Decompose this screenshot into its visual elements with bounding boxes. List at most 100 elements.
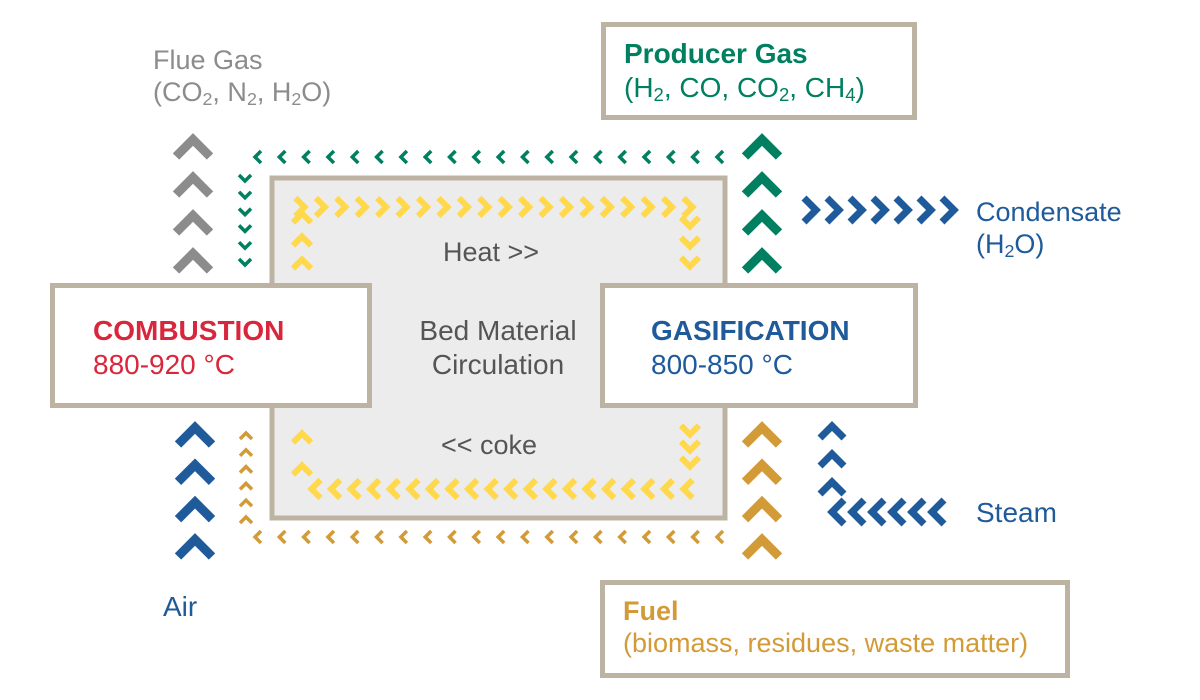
fuel-box: Fuel (biomass, residues, waste matter): [600, 580, 1070, 678]
chevron-left-icon: [568, 149, 579, 165]
chevron-up-icon: [238, 497, 254, 508]
chevron-left-icon: [301, 149, 311, 165]
chevron-left-icon: [907, 497, 927, 527]
chevron-right-icon: [599, 195, 616, 219]
chevron-left-icon: [927, 497, 947, 527]
chevron-left-icon: [620, 477, 636, 501]
chevron-left-icon: [276, 149, 287, 165]
chevron-up-icon: [290, 209, 314, 225]
fuel-title: Fuel: [623, 596, 679, 626]
heat-label: Heat >>: [443, 237, 540, 267]
chevron-up-icon: [741, 533, 783, 560]
chevron-right-icon: [334, 195, 350, 219]
chevron-right-icon: [415, 195, 432, 219]
chevron-right-icon: [660, 195, 677, 219]
chevron-up-icon: [172, 133, 214, 160]
chevron-right-icon: [558, 195, 575, 219]
chevron-left-icon: [374, 149, 384, 165]
chevron-down-icon: [237, 190, 253, 201]
chevron-right-icon: [354, 195, 371, 219]
chevron-down-icon: [678, 439, 702, 455]
chevron-right-icon: [497, 195, 513, 219]
chevron-up-icon: [817, 449, 847, 469]
chevron-up-icon: [741, 247, 783, 274]
chevron-left-icon: [349, 149, 360, 165]
chevron-right-icon: [640, 195, 656, 219]
chevron-left-icon: [641, 149, 652, 165]
chevron-left-icon: [640, 477, 656, 501]
chevron-right-icon: [620, 195, 636, 219]
chevron-left-icon: [665, 149, 676, 165]
chevron-right-icon: [313, 195, 330, 219]
chevron-up-icon: [238, 480, 254, 491]
chevron-down-icon: [678, 255, 702, 271]
chevron-left-icon: [592, 149, 603, 165]
chevron-down-icon: [678, 235, 702, 251]
chevron-left-icon: [301, 529, 311, 545]
chevron-right-icon: [801, 195, 821, 225]
chevron-left-icon: [252, 149, 263, 165]
chevron-right-icon: [824, 195, 844, 225]
chevron-right-icon: [893, 195, 913, 225]
chevron-left-icon: [422, 149, 433, 165]
chevron-up-icon: [741, 421, 783, 448]
chevron-left-icon: [326, 477, 343, 501]
chevron-left-icon: [544, 529, 555, 545]
circulation-line1: Bed Material: [419, 315, 577, 346]
chevron-right-icon: [870, 195, 890, 225]
chevron-right-icon: [681, 195, 697, 219]
gasification-temperature: 800-850 °C: [651, 348, 793, 380]
chevron-left-icon: [325, 529, 336, 545]
producer-gas-box: Producer Gas (H2, CO, CO2, CH4): [601, 22, 917, 120]
chevron-left-icon: [827, 497, 847, 527]
chevron-left-icon: [867, 497, 887, 527]
chevron-left-icon: [887, 497, 907, 527]
chevron-left-icon: [374, 529, 384, 545]
flue-gas-title: Flue Gas: [153, 45, 263, 75]
gasification-box: GASIFICATION 800-850 °C: [600, 283, 918, 408]
chevron-down-icon: [678, 423, 702, 439]
chevron-up-icon: [172, 171, 214, 198]
chevron-up-icon: [174, 421, 216, 448]
chevron-up-icon: [290, 461, 314, 477]
combustion-title: COMBUSTION: [93, 315, 285, 346]
chevron-left-icon: [424, 477, 441, 501]
condensate-formula: (H2O): [976, 229, 1045, 262]
chevron-left-icon: [617, 529, 627, 545]
chevron-right-icon: [538, 195, 554, 219]
steam-label: Steam: [976, 497, 1057, 528]
chevron-down-icon: [237, 257, 253, 268]
chevron-left-icon: [542, 477, 558, 501]
condensate-label: Condensate (H2O): [976, 196, 1122, 261]
chevron-left-icon: [519, 149, 530, 165]
chevron-left-icon: [690, 149, 700, 165]
chevron-left-icon: [471, 529, 482, 545]
chevron-up-icon: [172, 247, 214, 274]
chevron-left-icon: [592, 529, 603, 545]
chevron-up-icon: [741, 133, 783, 160]
chevron-left-icon: [471, 149, 482, 165]
chevron-left-icon: [483, 477, 499, 501]
chevron-left-icon: [252, 529, 263, 545]
chevron-left-icon: [463, 477, 480, 501]
chevron-left-icon: [405, 477, 421, 501]
chevron-up-icon: [290, 255, 314, 271]
chevron-left-icon: [522, 477, 538, 501]
chevron-left-icon: [714, 149, 725, 165]
chevron-right-icon: [847, 195, 867, 225]
chevron-up-icon: [817, 477, 847, 497]
chevron-down-icon: [237, 173, 253, 184]
chevron-down-icon: [678, 455, 702, 471]
chevron-down-icon: [237, 240, 253, 251]
chevron-right-icon: [916, 195, 936, 225]
circulation-line2: Circulation: [431, 348, 565, 380]
chevron-down-icon: [237, 207, 253, 218]
coke-label: << coke: [441, 430, 538, 460]
chevron-right-icon: [518, 195, 534, 219]
chevron-left-icon: [503, 477, 519, 501]
chevron-left-icon: [365, 477, 382, 501]
chevron-left-icon: [398, 529, 409, 545]
chevron-left-icon: [847, 497, 867, 527]
gasification-title: GASIFICATION: [651, 315, 850, 346]
producer-gas-formula: (H2, CO, CO2, CH4): [624, 71, 865, 105]
